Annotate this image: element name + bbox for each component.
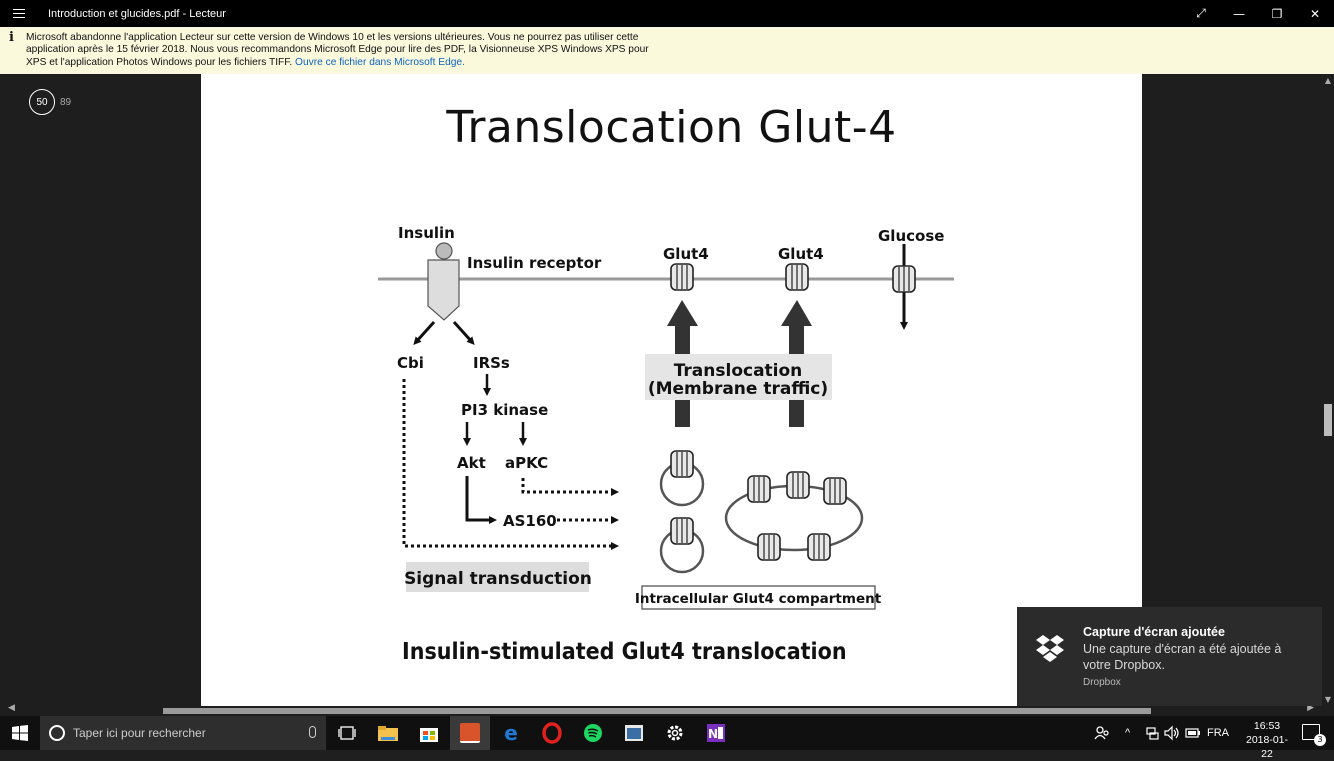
receptor-label: Insulin receptor bbox=[467, 254, 602, 272]
signal-transduction-box bbox=[406, 562, 589, 592]
opera-icon[interactable] bbox=[532, 716, 572, 750]
translocation-label: Translocation bbox=[674, 361, 803, 381]
horizontal-scrollbar[interactable]: ◀ ▶ bbox=[0, 703, 1334, 716]
window-controls: ⤢ — ❐ ✕ bbox=[1182, 0, 1334, 27]
glut4-label-right: Glut4 bbox=[778, 245, 824, 263]
taskbar-clock[interactable]: 16:53 2018-01-22 bbox=[1242, 719, 1292, 761]
toast-title: Capture d'écran ajoutée bbox=[1083, 625, 1225, 639]
svg-text:N: N bbox=[708, 727, 718, 741]
banner-message: Microsoft abandonne l'application Lecteu… bbox=[26, 32, 666, 69]
input-language[interactable]: FRA bbox=[1207, 727, 1229, 739]
notification-count-badge: 3 bbox=[1314, 734, 1326, 746]
dropbox-toast[interactable]: Capture d'écran ajoutée Une capture d'éc… bbox=[1017, 607, 1322, 706]
svg-text:e: e bbox=[504, 721, 518, 745]
slide-title: Translocation Glut-4 bbox=[446, 102, 897, 153]
scroll-up-icon[interactable]: ▲ bbox=[1324, 76, 1332, 85]
pi3k-label: PI3 kinase bbox=[461, 401, 548, 419]
slide-caption: Insulin-stimulated Glut4 translocation bbox=[402, 639, 847, 665]
deprecation-banner: i Microsoft abandonne l'application Lect… bbox=[0, 27, 1334, 74]
page-counter: 50 89 bbox=[29, 89, 71, 115]
dropbox-icon bbox=[1036, 635, 1064, 662]
settings-gear-icon[interactable] bbox=[655, 716, 695, 750]
insulin-receptor-shape bbox=[427, 259, 460, 321]
clock-time: 16:53 bbox=[1253, 720, 1281, 732]
app-window-icon[interactable] bbox=[614, 716, 654, 750]
apkc-label: aPKC bbox=[505, 454, 548, 472]
banner-text: Microsoft abandonne l'application Lecteu… bbox=[26, 32, 649, 68]
insulin-label: Insulin bbox=[398, 224, 455, 242]
start-button[interactable] bbox=[0, 716, 40, 750]
scroll-down-icon[interactable]: ▼ bbox=[1324, 695, 1332, 704]
irss-label: IRSs bbox=[473, 354, 510, 372]
insulin-molecule bbox=[435, 242, 453, 260]
onenote-icon[interactable]: N bbox=[696, 716, 736, 750]
signal-transduction-label: Signal transduction bbox=[404, 569, 592, 589]
edge-icon[interactable]: e bbox=[491, 716, 531, 750]
toast-source: Dropbox bbox=[1083, 677, 1121, 688]
translocation-box bbox=[645, 354, 832, 400]
cortana-icon bbox=[49, 725, 65, 741]
taskbar: Taper ici pour rechercher e bbox=[0, 716, 1334, 760]
menu-icon[interactable] bbox=[0, 0, 38, 27]
file-explorer-icon[interactable] bbox=[368, 716, 408, 750]
as160-label: AS160 bbox=[503, 512, 557, 530]
glucose-label: Glucose bbox=[878, 227, 944, 245]
horizontal-scroll-thumb[interactable] bbox=[163, 708, 1151, 714]
info-icon: i bbox=[9, 30, 14, 45]
vertical-scrollbar[interactable]: ▲ ▼ bbox=[1322, 74, 1334, 706]
membrane-traffic-label: (Membrane traffic) bbox=[648, 379, 828, 399]
membrane-glut4-right bbox=[785, 263, 809, 291]
current-page-indicator[interactable]: 50 bbox=[29, 89, 55, 115]
vertical-scroll-thumb[interactable] bbox=[1324, 404, 1332, 436]
store-icon[interactable] bbox=[409, 716, 449, 750]
cbi-label: Cbi bbox=[397, 354, 424, 372]
minimize-button[interactable]: — bbox=[1233, 6, 1245, 21]
task-view-icon[interactable] bbox=[327, 716, 367, 750]
membrane-glut4-left bbox=[670, 263, 694, 291]
scroll-left-icon[interactable]: ◀ bbox=[8, 703, 15, 713]
glut4-diagram: Insulin Insulin receptor Glut4 Glut4 Glu… bbox=[378, 224, 954, 610]
people-icon[interactable] bbox=[1094, 716, 1110, 750]
window-title: Introduction et glucides.pdf - Lecteur bbox=[48, 7, 226, 20]
clock-date: 2018-01-22 bbox=[1245, 734, 1289, 760]
spotify-icon[interactable] bbox=[573, 716, 613, 750]
pdf-page: Translocation Glut-4 bbox=[201, 74, 1142, 706]
volume-icon[interactable] bbox=[1164, 716, 1180, 750]
battery-icon[interactable] bbox=[1185, 716, 1201, 750]
close-button[interactable]: ✕ bbox=[1309, 6, 1321, 21]
show-hidden-icons-icon[interactable]: ^ bbox=[1125, 727, 1131, 739]
title-bar: Introduction et glucides.pdf - Lecteur ⤢… bbox=[0, 0, 1334, 27]
compartment-label: Intracellular Glut4 compartment bbox=[635, 591, 882, 607]
taskbar-search[interactable]: Taper ici pour rechercher bbox=[40, 716, 326, 750]
search-placeholder: Taper ici pour rechercher bbox=[73, 726, 206, 740]
open-in-edge-link[interactable]: Ouvre ce fichier dans Microsoft Edge. bbox=[295, 56, 465, 68]
scroll-right-icon[interactable]: ▶ bbox=[1307, 703, 1314, 713]
akt-label: Akt bbox=[457, 454, 486, 472]
membrane-glut4-glucose bbox=[892, 265, 916, 293]
action-center-icon[interactable] bbox=[1302, 724, 1320, 740]
reader-app-icon[interactable] bbox=[450, 716, 490, 750]
microphone-icon[interactable] bbox=[309, 726, 316, 738]
fullscreen-button[interactable]: ⤢ bbox=[1196, 6, 1206, 20]
glut4-label-left: Glut4 bbox=[663, 245, 709, 263]
windows-logo-icon bbox=[12, 725, 28, 741]
restore-button[interactable]: ❐ bbox=[1271, 6, 1283, 21]
total-pages: 89 bbox=[60, 96, 72, 108]
network-icon[interactable] bbox=[1145, 716, 1159, 750]
toast-body: Une capture d'écran a été ajoutée à votr… bbox=[1083, 642, 1282, 672]
compartment-label-box bbox=[641, 585, 876, 610]
